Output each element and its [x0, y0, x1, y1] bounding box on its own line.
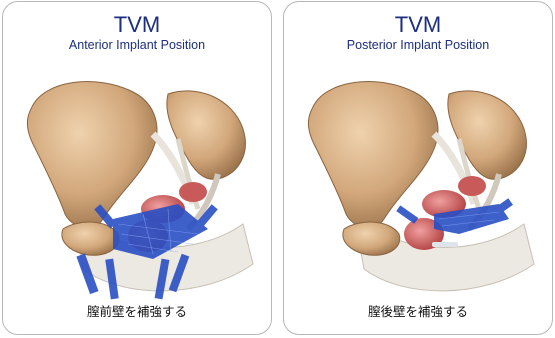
- pubic-bone: [343, 222, 400, 255]
- panel-title: TVM: [284, 12, 552, 38]
- posterior-sling: [432, 242, 458, 247]
- pelvis-posterior-illustration: [284, 54, 553, 304]
- panel-title: TVM: [3, 12, 271, 38]
- uterus: [458, 176, 486, 196]
- panel-subtitle: Anterior Implant Position: [3, 38, 271, 52]
- pelvis-anterior-illustration: [3, 54, 272, 304]
- panel-caption: 膣後壁を補強する: [284, 301, 552, 320]
- anterior-panel: TVM Anterior Implant Position: [2, 1, 272, 335]
- uterus: [179, 182, 207, 202]
- posterior-panel: TVM Posterior Implant Position: [283, 1, 553, 335]
- panel-subtitle: Posterior Implant Position: [284, 38, 552, 52]
- panel-caption: 膣前壁を補強する: [3, 301, 271, 320]
- ilium-wing: [27, 82, 157, 229]
- ilium-wing: [308, 82, 438, 229]
